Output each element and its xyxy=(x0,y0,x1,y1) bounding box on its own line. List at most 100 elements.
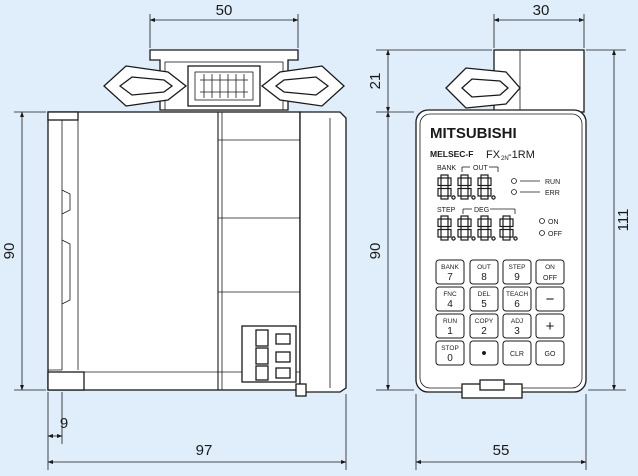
display-segment xyxy=(437,187,442,197)
key-main-label: 2 xyxy=(481,326,487,337)
key-face[interactable] xyxy=(469,259,499,285)
key-face[interactable] xyxy=(502,259,532,285)
key-face[interactable] xyxy=(469,313,499,339)
keypad-key[interactable]: + xyxy=(535,313,565,339)
key-face[interactable] xyxy=(535,340,565,366)
key-face[interactable] xyxy=(502,340,532,366)
dim-front-top-width: 30 xyxy=(533,2,550,19)
side-dim-top: 50 xyxy=(149,2,299,48)
display-segment xyxy=(477,177,482,187)
front-dim-height: 90 xyxy=(367,111,414,391)
key-face[interactable] xyxy=(435,286,465,312)
display-segment xyxy=(467,218,472,228)
display-dot xyxy=(471,195,476,200)
key-face[interactable] xyxy=(469,286,499,312)
display-segment xyxy=(499,228,504,238)
display-segment xyxy=(460,225,469,231)
side-connector-pins xyxy=(200,74,248,98)
keypad-key[interactable]: • xyxy=(469,340,499,366)
side-dim-width: 97 xyxy=(47,394,347,470)
key-face[interactable] xyxy=(502,313,532,339)
display-segment xyxy=(480,184,489,190)
display-segment xyxy=(499,218,504,228)
display-segment xyxy=(502,215,511,220)
display-segment xyxy=(457,218,462,228)
display-segment xyxy=(480,215,489,220)
key-face[interactable] xyxy=(435,259,465,285)
dim-side-offset: 9 xyxy=(60,415,68,432)
display-segment xyxy=(487,177,492,187)
key-top-label: FNC xyxy=(443,291,457,298)
display-segment xyxy=(467,228,472,238)
key-face[interactable] xyxy=(435,340,465,366)
key-top-label: OUT xyxy=(477,264,491,271)
key-main-label: CLR xyxy=(510,351,524,358)
key-top-label: ADJ xyxy=(511,318,523,325)
key-face[interactable] xyxy=(469,340,499,366)
display-segment xyxy=(440,174,449,179)
key-face[interactable] xyxy=(435,313,465,339)
key-main-label: OFF xyxy=(543,275,557,282)
display-segment xyxy=(480,174,489,179)
key-main-label: 9 xyxy=(514,272,520,283)
display-step-deg xyxy=(437,215,518,241)
display-segment xyxy=(460,236,469,241)
display-segment xyxy=(440,195,449,200)
front-view: MITSUBISHI MELSEC-F FX 2N -1RM BANK OUT … xyxy=(415,49,587,399)
display-segment xyxy=(447,187,452,197)
display-segment xyxy=(460,184,469,190)
keypad-key[interactable]: CLR xyxy=(502,340,532,366)
side-front-panel xyxy=(299,111,347,393)
led-run-label: RUN xyxy=(545,179,560,186)
key-face[interactable] xyxy=(502,286,532,312)
display-segment xyxy=(502,225,511,231)
dim-front-height: 90 xyxy=(367,243,384,260)
display-segment xyxy=(457,228,462,238)
side-rail-top xyxy=(47,111,79,121)
side-view xyxy=(47,49,347,397)
label-deg: DEG xyxy=(474,207,489,214)
keypad-key[interactable]: − xyxy=(535,286,565,312)
key-main-label: 4 xyxy=(447,299,453,310)
display-segment xyxy=(477,228,482,238)
key-top-label: BANK xyxy=(441,264,459,271)
side-rail-bottom xyxy=(47,371,85,391)
keypad-key[interactable]: GO xyxy=(535,340,565,366)
front-dim-clip: 21 xyxy=(367,49,492,113)
key-main-label: 1 xyxy=(447,326,453,337)
side-dim-height: 90 xyxy=(1,111,46,391)
dim-front-clip-height: 21 xyxy=(367,73,384,90)
display-segment xyxy=(457,177,462,187)
label-out: OUT xyxy=(473,165,489,172)
key-face[interactable] xyxy=(535,259,565,285)
display-segment xyxy=(509,228,514,238)
display-bank-out xyxy=(437,174,496,200)
display-dot xyxy=(513,236,518,241)
display-segment xyxy=(480,225,489,231)
key-top-label: TEACH xyxy=(506,291,528,298)
key-top-label: STOP xyxy=(441,345,459,352)
key-face[interactable] xyxy=(535,313,565,339)
key-face[interactable] xyxy=(535,286,565,312)
display-segment xyxy=(480,195,489,200)
display-segment xyxy=(437,228,442,238)
display-dot xyxy=(491,236,496,241)
side-connector-inner xyxy=(194,71,254,101)
key-main-label: 8 xyxy=(481,272,487,283)
side-dim-offset: 9 xyxy=(47,392,68,470)
side-connector xyxy=(187,65,261,107)
display-dot xyxy=(491,195,496,200)
display-segment xyxy=(480,236,489,241)
display-segment xyxy=(447,228,452,238)
